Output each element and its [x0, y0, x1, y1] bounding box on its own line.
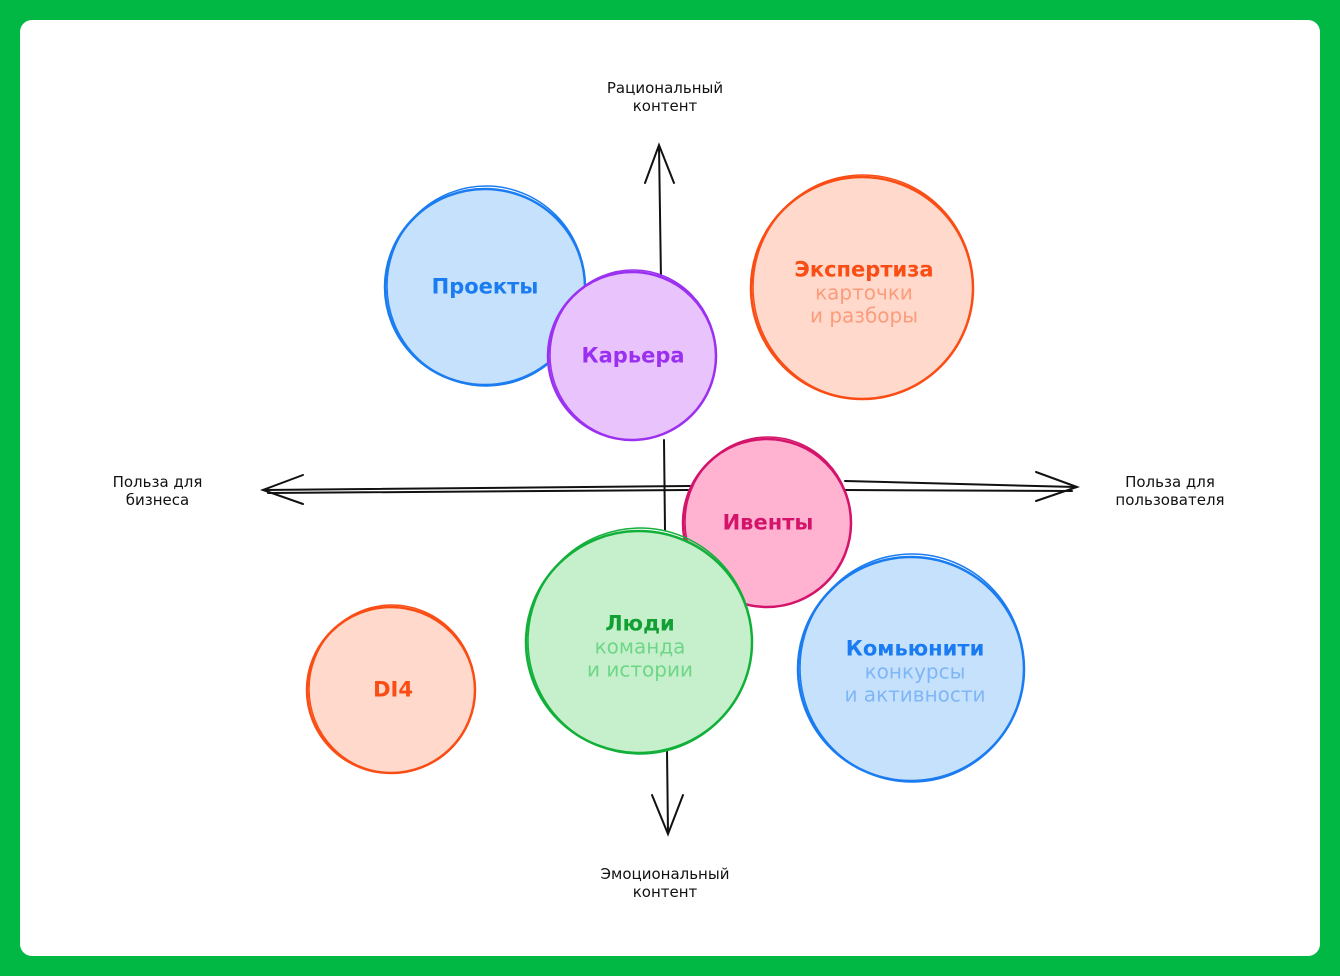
bubble-title: Проекты: [431, 274, 539, 299]
axis-label-bottom: Эмоциональный контент: [585, 865, 745, 901]
bubble-events-label: Ивенты: [722, 510, 814, 535]
axis-label-left-line2: бизнеса: [125, 491, 190, 509]
horizontal-axis-right-line: [844, 480, 1077, 488]
bubble-subtitle: и разборы: [810, 303, 918, 328]
bubble-events[interactable]: [681, 436, 853, 609]
axis-label-right: Польза для пользователя: [1100, 473, 1240, 509]
vertical-axis-upper-line: [658, 145, 662, 281]
vertical-axis-middle-line: [663, 439, 666, 531]
bubble-subtitle: и истории: [587, 657, 693, 682]
arrow-left-icon: [260, 474, 304, 505]
axis-label-right-line2: пользователя: [1115, 491, 1225, 509]
bubble-subtitle: конкурсы: [864, 659, 966, 684]
bubble-di4[interactable]: [305, 604, 477, 775]
bubble-people[interactable]: [524, 527, 754, 755]
bubble-title: Комьюнити: [845, 636, 985, 661]
arrow-down-icon: [651, 794, 684, 837]
axis-label-top-line2: контент: [632, 97, 698, 115]
axis-label-right-line1: Польза для: [1125, 473, 1215, 491]
axis-label-left-line1: Польза для: [112, 473, 203, 491]
bubble-career[interactable]: [546, 269, 718, 442]
vertical-axis-lower-line: [666, 749, 669, 834]
arrow-up-icon: [644, 142, 675, 184]
bubble-people-label: Люди команда и истории: [587, 611, 693, 682]
arrow-right-icon: [1035, 471, 1080, 502]
bubble-community-label: Комьюнити конкурсы и активности: [844, 636, 986, 707]
axis-label-left: Польза для бизнеса: [90, 473, 225, 509]
bubble-di4-label: DI4: [373, 677, 413, 702]
axis-label-bottom-line2: контент: [632, 883, 698, 901]
diagram-canvas: [20, 20, 1320, 956]
bubble-projects-label: Проекты: [431, 274, 539, 299]
axis-label-bottom-line1: Эмоциональный: [600, 865, 730, 883]
bubble-subtitle: команда: [594, 634, 686, 659]
bubble-expertise-label: Экспертиза карточки и разборы: [794, 257, 934, 328]
vertical-axis: [644, 142, 684, 837]
bubble-expertise[interactable]: [749, 174, 975, 401]
bubble-title: DI4: [373, 677, 413, 702]
axis-label-top: Рациональный контент: [585, 79, 745, 115]
bubble-title: Ивенты: [722, 510, 814, 535]
bubble-subtitle: карточки: [815, 280, 913, 305]
bubble-title: Экспертиза: [794, 257, 934, 282]
horizontal-axis: [260, 471, 1080, 505]
bubble-title: Люди: [605, 611, 675, 636]
bubble-subtitle: и активности: [844, 682, 986, 707]
axis-label-top-line1: Рациональный: [606, 79, 724, 97]
bubble-community[interactable]: [796, 553, 1026, 783]
horizontal-axis-left-line: [262, 485, 691, 491]
bubble-career-label: Карьера: [581, 343, 685, 368]
bubble-title: Карьера: [581, 343, 685, 368]
